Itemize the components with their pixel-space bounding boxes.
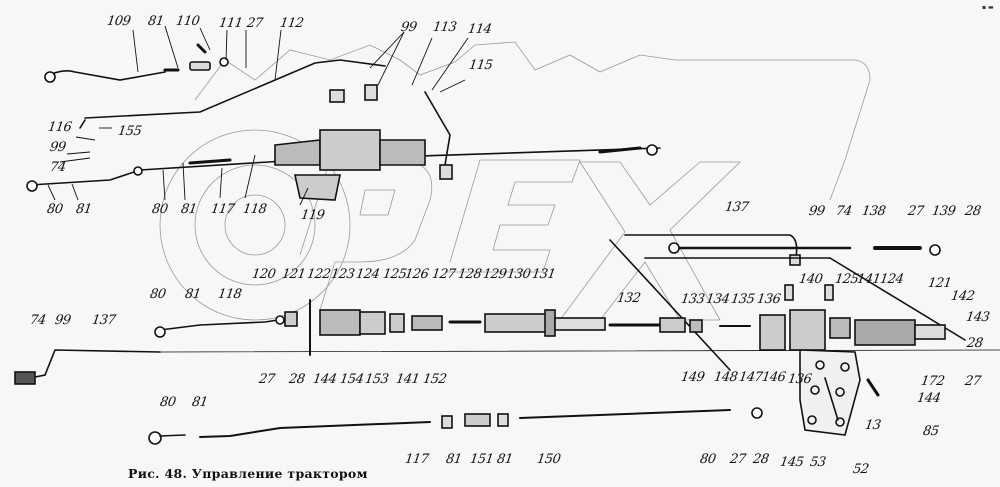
part-label: 80	[45, 202, 64, 217]
part-label: 115	[467, 58, 494, 73]
part-label: 121	[280, 267, 307, 282]
part-label: 134	[704, 292, 731, 307]
part-label: 110	[174, 14, 201, 29]
part-label: 152	[421, 372, 448, 387]
part-label: 123	[329, 267, 356, 282]
part-label: 136	[786, 372, 813, 387]
part-label: 80	[158, 395, 177, 410]
part-label: 27	[963, 374, 982, 389]
part-label: 81	[444, 452, 463, 467]
part-label: 99	[399, 20, 418, 35]
part-label: 28	[965, 336, 984, 351]
part-label: 28	[751, 452, 770, 467]
part-label: 155	[116, 124, 143, 139]
part-label: 149	[679, 370, 706, 385]
part-label: 133	[679, 292, 706, 307]
part-label: 119	[299, 208, 326, 223]
part-label: 114	[466, 22, 493, 37]
corner-mark: ▪ ▬	[982, 4, 994, 11]
part-label: 80	[698, 452, 717, 467]
part-label: 137	[723, 200, 750, 215]
part-label: 150	[535, 452, 562, 467]
figure-caption: Рис. 48. Управление трактором	[128, 466, 368, 481]
part-label: 99	[48, 140, 67, 155]
part-label: 111	[217, 16, 244, 31]
part-label: 132	[615, 291, 642, 306]
part-label: 117	[403, 452, 430, 467]
parts-drawing	[14, 43, 1000, 445]
part-label: 80	[150, 202, 169, 217]
part-label: 81	[74, 202, 93, 217]
part-label: 124	[354, 267, 381, 282]
part-label: 126	[403, 267, 430, 282]
part-label: 28	[963, 204, 982, 219]
part-label: 116	[46, 120, 73, 135]
part-label: 99	[807, 204, 826, 219]
part-label: 74	[28, 313, 47, 328]
part-label: 140	[797, 272, 824, 287]
part-label: 135	[729, 292, 756, 307]
part-label: 118	[216, 287, 243, 302]
part-label: 141	[855, 272, 882, 287]
part-label: 147	[737, 370, 764, 385]
part-label: 154	[338, 372, 365, 387]
part-label: 121	[926, 276, 953, 291]
part-label: 148	[712, 370, 739, 385]
part-label: 139	[930, 204, 957, 219]
part-label: 81	[179, 202, 198, 217]
part-label: 144	[311, 372, 338, 387]
part-label: 120	[250, 267, 277, 282]
part-label: 27	[245, 16, 264, 31]
part-label: 146	[760, 370, 787, 385]
part-label: 28	[287, 372, 306, 387]
part-label: 137	[90, 313, 117, 328]
part-label: 53	[808, 455, 827, 470]
part-label: 122	[305, 267, 332, 282]
part-label: 144	[915, 391, 942, 406]
part-label: 112	[278, 16, 305, 31]
part-label: 85	[921, 424, 940, 439]
part-label: 13	[863, 418, 882, 433]
part-label: 52	[851, 462, 870, 477]
part-label: 81	[190, 395, 209, 410]
part-label: 80	[148, 287, 167, 302]
part-label: 130	[505, 267, 532, 282]
part-label: 27	[257, 372, 276, 387]
part-label: 151	[468, 452, 495, 467]
part-label: 136	[755, 292, 782, 307]
part-label: 138	[860, 204, 887, 219]
part-label: 129	[481, 267, 508, 282]
part-label: 74	[48, 160, 67, 175]
part-label: 81	[146, 14, 165, 29]
part-label: 143	[964, 310, 991, 325]
part-label: 113	[431, 20, 458, 35]
part-label: 172	[919, 374, 946, 389]
part-label: 141	[394, 372, 421, 387]
part-label: 131	[530, 267, 557, 282]
part-label: 27	[906, 204, 925, 219]
part-label: 153	[363, 372, 390, 387]
part-label: 99	[53, 313, 72, 328]
leader-lines	[47, 25, 469, 206]
part-label: 74	[834, 204, 853, 219]
part-label: 117	[209, 202, 236, 217]
part-label: 124	[878, 272, 905, 287]
part-label: 81	[183, 287, 202, 302]
part-label: 27	[728, 452, 747, 467]
part-label: 118	[241, 202, 268, 217]
part-label: 142	[949, 289, 976, 304]
part-label: 127	[430, 267, 457, 282]
part-label: 128	[456, 267, 483, 282]
part-label: 81	[495, 452, 514, 467]
part-label: 145	[778, 455, 805, 470]
part-label: 109	[105, 14, 132, 29]
